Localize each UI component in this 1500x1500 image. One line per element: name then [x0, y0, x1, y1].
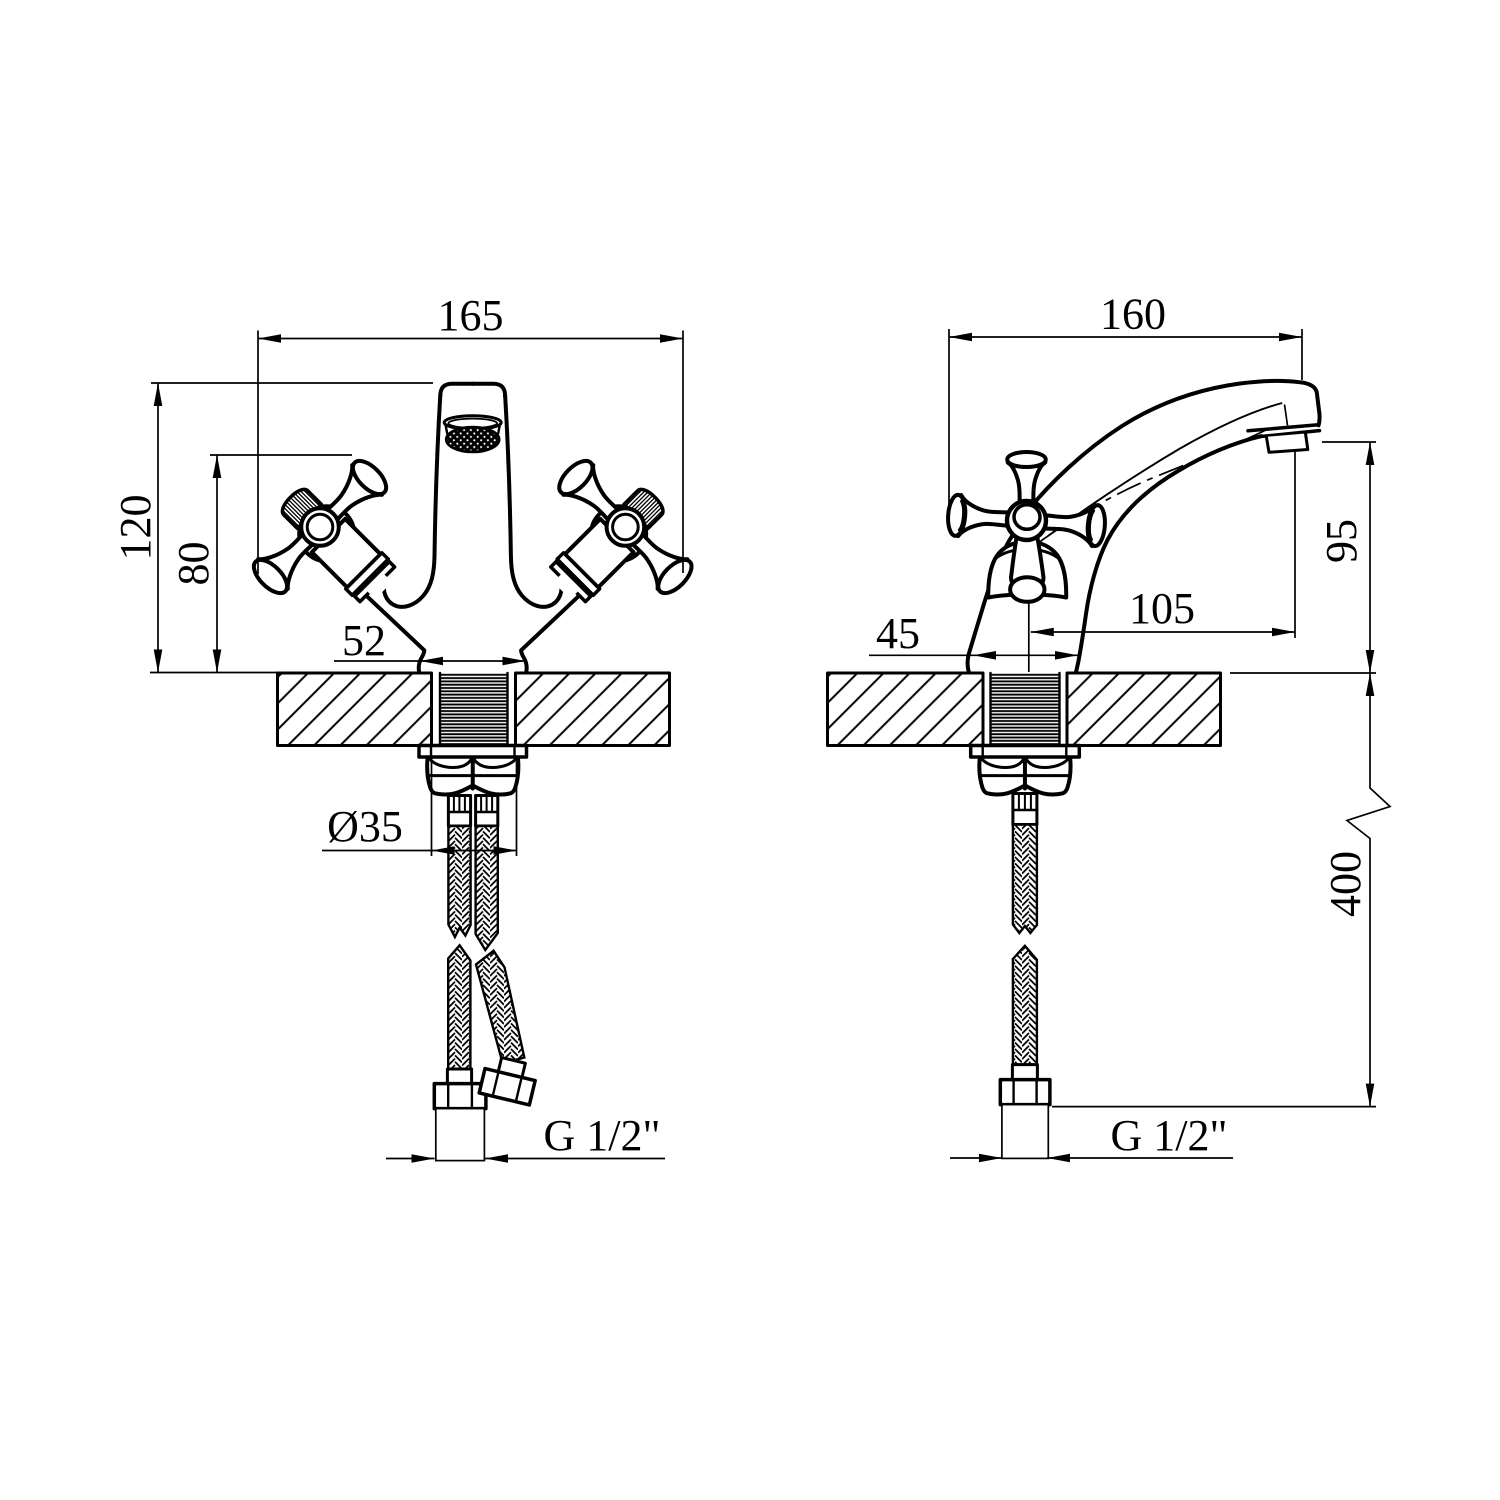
dim-base-depth-side: 45 [869, 609, 1078, 660]
tailpieces-side [977, 755, 1073, 797]
faucet-side-view [946, 378, 1322, 1160]
dim-label-105: 105 [1129, 584, 1195, 633]
hose-nut-right-front [477, 1056, 537, 1107]
handle-side-view [946, 450, 1107, 604]
dim-label-80: 80 [169, 542, 218, 586]
dim-label-95: 95 [1317, 519, 1366, 563]
dim-overall-width-front: 165 [257, 291, 684, 574]
dim-label-g12-front: G 1/2" [544, 1111, 661, 1160]
supply-hose-side [998, 792, 1052, 1160]
dim-base-width-front: 52 [334, 616, 526, 666]
dim-spout-reach-side: 105 [1030, 450, 1296, 638]
dim-label-52: 52 [342, 616, 386, 665]
dim-label-120: 120 [111, 495, 160, 561]
dim-label-165: 165 [438, 291, 504, 340]
dim-shank-diameter-front: Ø35 [322, 758, 518, 856]
locknut-front [417, 743, 529, 759]
dim-hose-length-side: 400 [1052, 673, 1392, 1108]
dim-label-dia35: Ø35 [327, 802, 403, 851]
faucet-front-view [233, 381, 712, 1162]
dim-label-160: 160 [1100, 290, 1166, 339]
mounting-shank-front [438, 671, 509, 747]
dim-label-g12-side: G 1/2" [1111, 1111, 1228, 1160]
mounting-shank-side [989, 671, 1061, 747]
aerator-front [442, 414, 503, 454]
dim-spout-height-side: 95 [1230, 441, 1376, 674]
dim-label-45: 45 [876, 609, 920, 658]
dim-overall-depth-side: 160 [948, 290, 1303, 512]
dim-thread-side: G 1/2" [950, 1111, 1233, 1163]
dim-label-400: 400 [1321, 851, 1370, 917]
dimensions: 165 120 80 52 [111, 290, 1392, 1163]
countertop-side-view [826, 671, 1222, 747]
countertop-front-view [276, 671, 671, 747]
dim-thread-front: G 1/2" [386, 1111, 665, 1163]
hose-nut-side [998, 1063, 1052, 1160]
dim-overall-height-front: 120 [111, 382, 433, 674]
dim-handle-height-front: 80 [169, 454, 352, 673]
hose-nut-left-front [432, 1067, 488, 1162]
supply-hoses-front [432, 794, 537, 1162]
locknut-side [968, 743, 1082, 759]
